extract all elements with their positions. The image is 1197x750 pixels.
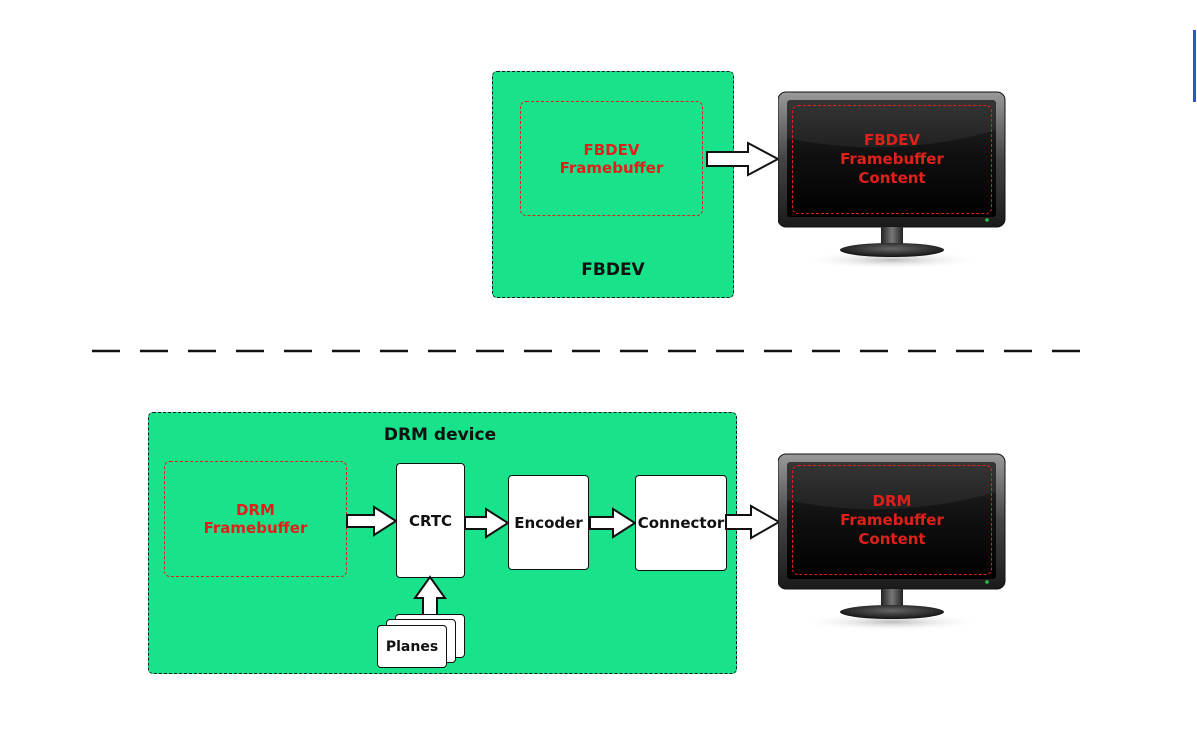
edge-mark	[1193, 30, 1196, 102]
fbdev-device-box	[492, 71, 734, 298]
fbdev-monitor-content-label: FBDEV Framebuffer Content	[840, 131, 944, 187]
planes-label: Planes	[385, 638, 439, 655]
drm-device-label: DRM device	[383, 425, 497, 445]
connector-label: Connector	[637, 514, 725, 532]
section-divider	[92, 349, 1097, 353]
crtc-label: CRTC	[408, 511, 453, 530]
fbdev-monitor-icon	[778, 91, 1006, 269]
planes-to-crtc-arrow	[413, 575, 447, 616]
encoder-label: Encoder	[514, 513, 583, 532]
drm-framebuffer-label: DRM Framebuffer	[203, 501, 308, 537]
crtc-to-encoder-arrow	[464, 507, 510, 539]
fbdev-to-monitor-arrow	[706, 141, 781, 177]
encoder-block: Encoder	[508, 475, 589, 570]
connector-block: Connector	[635, 475, 727, 571]
fbdev-monitor-content-box: FBDEV Framebuffer Content	[792, 105, 992, 214]
fbdev-device-label: FBDEV	[581, 260, 645, 280]
drm-monitor-icon	[778, 453, 1006, 631]
connector-to-monitor-arrow	[725, 504, 782, 540]
drm-framebuffer-box: DRM Framebuffer	[164, 461, 347, 577]
fbdev-framebuffer-label: FBDEV Framebuffer	[559, 140, 664, 177]
planes-block: Planes	[377, 625, 447, 668]
drm-monitor-content-box: DRM Framebuffer Content	[792, 465, 992, 575]
encoder-to-connector-arrow	[589, 507, 637, 539]
crtc-block: CRTC	[396, 463, 465, 578]
drm-monitor-content-label: DRM Framebuffer Content	[840, 491, 944, 548]
framebuffer-to-crtc-arrow	[346, 505, 398, 537]
fbdev-framebuffer-box: FBDEV Framebuffer	[520, 101, 703, 216]
